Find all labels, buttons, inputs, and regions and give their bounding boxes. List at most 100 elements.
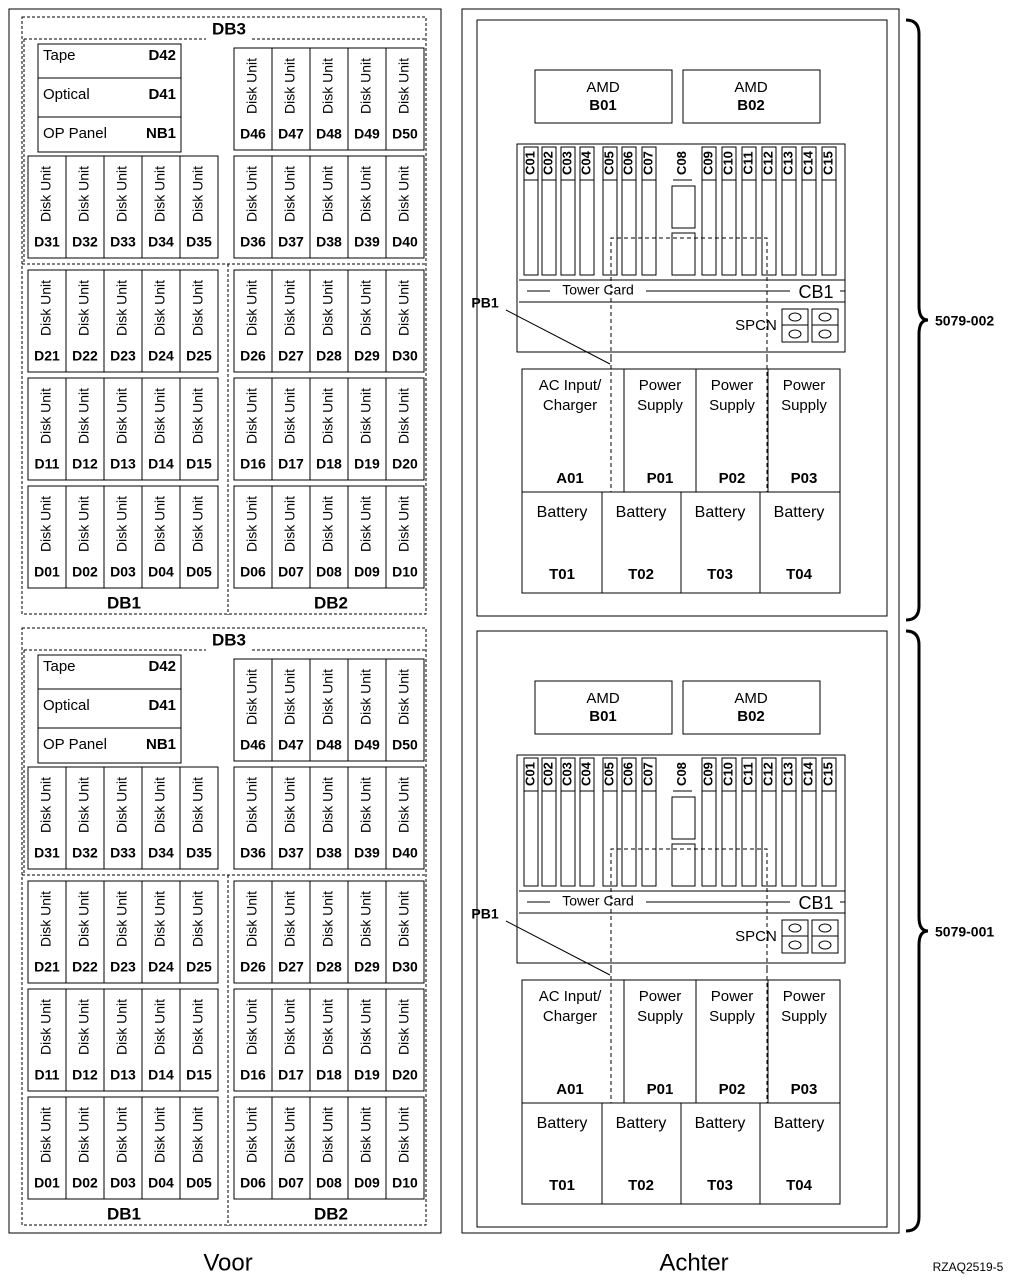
disk-unit-frame	[271, 155, 311, 259]
disk-unit-frame	[103, 485, 143, 589]
disk-unit-location: D19	[354, 456, 380, 472]
disk-unit-frame	[347, 485, 387, 589]
disk-unit-label: Disk Unit	[282, 891, 298, 947]
disk-unit-location: D14	[148, 1067, 174, 1083]
disk-unit-location: D31	[34, 234, 60, 250]
battery-label: Battery	[774, 504, 825, 521]
card-slot-c06: C06	[620, 757, 637, 887]
cb1-label: CB1	[798, 893, 833, 913]
power-unit-label-line1: Power	[783, 377, 826, 394]
disk-unit-label: Disk Unit	[244, 166, 260, 222]
card-slot	[801, 757, 817, 887]
card-slot	[701, 146, 717, 276]
disk-unit-frame	[141, 155, 181, 259]
disk-unit-frame	[103, 880, 143, 984]
disk-unit-label: Disk Unit	[190, 388, 206, 444]
disk-unit-label: Disk Unit	[244, 669, 260, 725]
disk-unit-location: D34	[148, 234, 174, 250]
disk-unit-location: D05	[186, 564, 212, 580]
pb1-callout-line	[505, 309, 611, 365]
card-slot	[523, 146, 539, 276]
disk-unit-frame	[233, 377, 273, 481]
pb1-label: PB1	[471, 906, 498, 922]
disk-unit-frame	[271, 47, 311, 151]
front-tower-outline-1	[21, 16, 427, 615]
power-unit-location: P01	[647, 1081, 674, 1098]
disk-unit-frame	[103, 377, 143, 481]
spcn-connectors: SPCN	[735, 919, 839, 954]
disk-unit-frame	[233, 155, 273, 259]
device-name: Tape	[43, 658, 76, 675]
device-name: OP Panel	[43, 125, 107, 142]
card-slot	[560, 757, 576, 887]
disk-unit-frame	[309, 47, 349, 151]
spcn-connectors: SPCN	[735, 308, 839, 343]
disk-unit-frame	[385, 988, 425, 1092]
disk-unit-frame	[103, 1096, 143, 1200]
disk-unit-label: Disk Unit	[152, 777, 168, 833]
disk-unit-location: D11	[35, 456, 60, 472]
disk-unit-location: D38	[316, 234, 342, 250]
figure-id: RZAQ2519-5	[933, 1260, 1004, 1274]
spcn-port-2	[811, 308, 839, 343]
disk-unit-label: Disk Unit	[114, 777, 130, 833]
disk-unit-frame	[309, 485, 349, 589]
disk-unit-label: Disk Unit	[38, 388, 54, 444]
disk-unit-frame	[65, 155, 105, 259]
power-unit-location: P03	[791, 470, 818, 487]
card-slot-label: C07	[640, 151, 655, 175]
disk-unit-label: Disk Unit	[320, 999, 336, 1055]
disk-unit-frame	[141, 269, 181, 373]
card-slot-lower	[671, 843, 696, 887]
disk-unit-location: D30	[392, 348, 418, 364]
disk-unit-label: Disk Unit	[76, 1107, 92, 1163]
disk-unit-frame	[271, 880, 311, 984]
disk-unit-location: D33	[110, 845, 136, 861]
disk-unit-location: D27	[278, 348, 304, 364]
disk-unit-label: Disk Unit	[76, 166, 92, 222]
disk-unit-label: Disk Unit	[358, 891, 374, 947]
disk-unit-location: D30	[392, 959, 418, 975]
card-slot	[761, 757, 777, 887]
disk-unit-frame	[65, 485, 105, 589]
card-slot-label: C03	[559, 762, 574, 786]
card-slot	[761, 146, 777, 276]
amd-frame	[682, 680, 821, 735]
disk-unit-location: D28	[316, 348, 342, 364]
card-slot-c10: C10	[720, 757, 737, 887]
card-slot	[621, 757, 637, 887]
backplane-outline	[610, 237, 768, 358]
device-location: D42	[148, 47, 176, 64]
disk-unit-label: Disk Unit	[190, 1107, 206, 1163]
card-slot-c07: C07	[640, 146, 657, 276]
card-slot-c12: C12	[760, 757, 777, 887]
card-slot-label: C06	[620, 151, 635, 175]
battery-label: Battery	[537, 1115, 588, 1132]
disk-unit-label: Disk Unit	[114, 496, 130, 552]
cb1-label: CB1	[798, 282, 833, 302]
amd-location: B01	[589, 97, 617, 114]
